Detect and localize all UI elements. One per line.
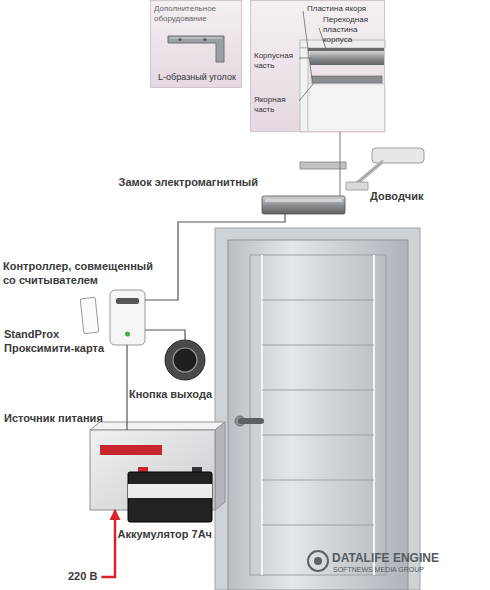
component-label: Доводчик (370, 190, 424, 204)
lock-body (310, 51, 385, 65)
door-strip (373, 255, 375, 575)
closer-arm (356, 162, 382, 184)
battery (128, 472, 212, 522)
reader-window (116, 298, 139, 304)
controller-reader (110, 290, 145, 345)
component-label: StandProx Проксимити-карта (4, 328, 114, 356)
door-jamb (300, 48, 308, 132)
closer-body (372, 148, 424, 163)
door-groove (262, 390, 374, 391)
leader-line (299, 83, 314, 101)
door-groove (262, 480, 374, 481)
mains-arrow (101, 510, 115, 577)
door-groove (262, 435, 374, 436)
part-name: Корпусная часть (254, 51, 298, 71)
battery-terminal (138, 467, 148, 472)
inset-ground (150, 0, 242, 88)
battery: Аккумулятор 7Ач (128, 472, 212, 522)
inset-panel: Дополнительное оборудованиеL-образный уг… (150, 0, 242, 88)
door-leaf (228, 240, 408, 590)
psu-badge (100, 445, 162, 455)
magnetic-lock: Замок электромагнитный (262, 196, 345, 214)
lock-highlight (265, 199, 342, 202)
wire (145, 214, 285, 300)
bracket-hole (179, 38, 182, 41)
psu-side (215, 422, 225, 510)
wire (145, 330, 185, 340)
part-name: Переходная пластина корпуса (323, 15, 383, 45)
component-label: Источник питания (4, 412, 103, 426)
watermark: SOFTNEWS MEDIA GROUP (333, 566, 424, 575)
voltage-label: 220 В (68, 570, 97, 584)
door-groove (262, 300, 374, 301)
leader-line (340, 132, 341, 196)
component-label: Замок электромагнитный (118, 176, 258, 190)
proximity-card (80, 297, 99, 333)
component-label: Аккумулятор 7Ач (118, 528, 212, 542)
component-label: Кнопка выхода (129, 388, 212, 402)
door-strip (261, 255, 263, 575)
wire (126, 345, 127, 430)
inset-ground (250, 0, 385, 132)
inset-panel: Пластина якоряПереходная пластина корпус… (250, 0, 385, 132)
panel-heading: Дополнительное оборудование (154, 4, 240, 24)
part-name: Якорная часть (254, 95, 298, 115)
battery-band (128, 484, 212, 498)
door-leaf (308, 84, 385, 132)
bracket-hole (204, 38, 207, 41)
leader-line (299, 58, 311, 59)
door-groove (262, 345, 374, 346)
door-frame (215, 228, 420, 590)
l-bracket (168, 36, 224, 62)
part-name: Пластина якоря (307, 4, 366, 14)
door-panel (250, 255, 386, 575)
status-led (125, 332, 130, 337)
l-bracket-highlight (170, 38, 222, 39)
closer-bracket (346, 182, 368, 190)
door-groove (262, 525, 374, 526)
power-supply (90, 430, 215, 510)
watermark-logo (308, 551, 328, 571)
power-supply: Источник питания (90, 430, 215, 510)
armature-plate (300, 162, 346, 169)
part-name: L-образный уголок (153, 72, 241, 83)
door-closer: Доводчик (345, 145, 425, 191)
magnetic-lock (262, 196, 345, 214)
exit-button-cap (173, 348, 197, 372)
exit-button (165, 340, 205, 380)
closer-arm-edge (356, 162, 382, 184)
leader-line (303, 11, 312, 79)
exit-button: Кнопка выхода (165, 340, 205, 380)
battery-terminal (192, 467, 202, 472)
psu-top (90, 422, 225, 430)
proximity-card: StandProx Проксимити-карта (82, 298, 97, 333)
controller-reader: Контроллер, совмещенный со считывателем (110, 290, 145, 345)
watermark: DATALIFE ENGINE (332, 551, 439, 566)
watermark-logo (314, 557, 322, 565)
adapter-plate (308, 48, 385, 51)
component-label: Контроллер, совмещенный со считывателем (3, 260, 168, 288)
armature-plate (312, 76, 382, 83)
mains-input: 220 В (66, 569, 99, 585)
door-handle (238, 418, 264, 424)
